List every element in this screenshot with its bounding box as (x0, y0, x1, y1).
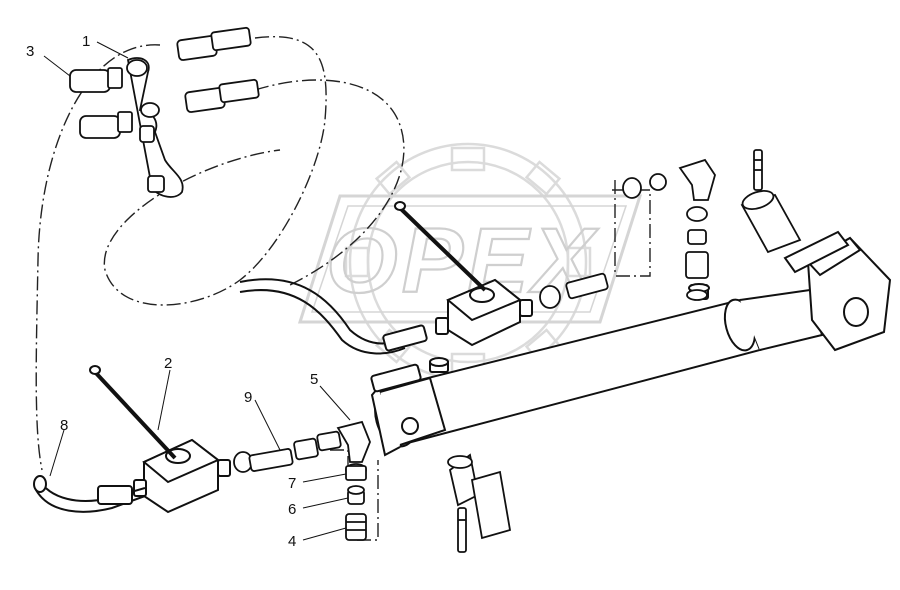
pin-and-sleeve (740, 149, 802, 254)
hydraulic-cylinder (370, 283, 824, 457)
upper-fittings (539, 158, 716, 309)
callout-leaders (43, 41, 351, 541)
callout-2: 2 (164, 355, 172, 372)
upper-ball-valve (394, 201, 533, 347)
callout-3: 3 (26, 43, 34, 60)
lock-clip (447, 453, 512, 553)
callout-5: 5 (310, 371, 318, 388)
fittings-line (233, 420, 371, 541)
quick-couplings (69, 26, 260, 198)
callout-8: 8 (60, 417, 68, 434)
callout-4: 4 (288, 533, 296, 550)
callout-7: 7 (288, 475, 296, 492)
lower-ball-valve (89, 365, 231, 514)
clevis-end (783, 230, 892, 352)
callout-6: 6 (288, 501, 296, 518)
callout-9: 9 (244, 389, 252, 406)
callout-1: 1 (82, 33, 90, 50)
hose-assembly (33, 278, 428, 513)
